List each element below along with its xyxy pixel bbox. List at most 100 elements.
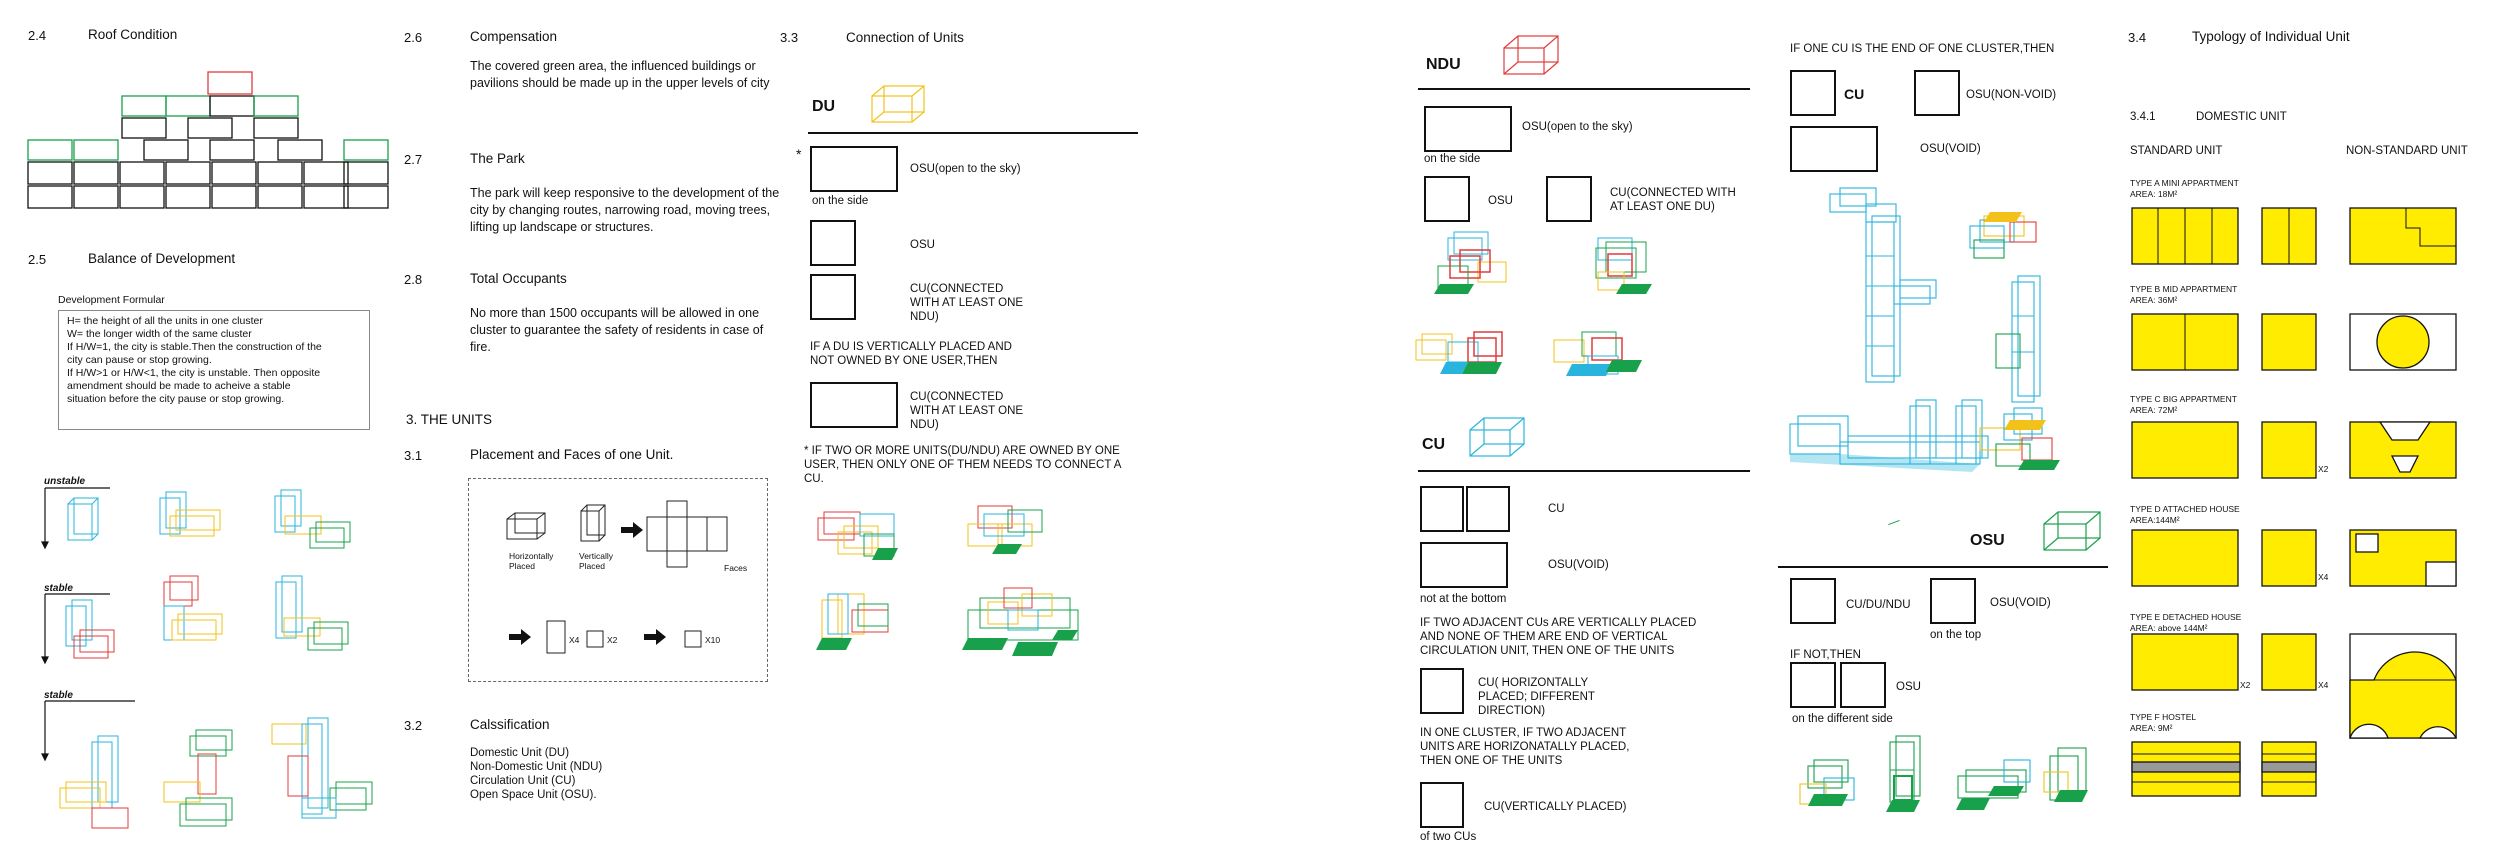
du-cu-box: [810, 274, 856, 320]
balance-iso-diagrams: [41, 487, 373, 829]
formular-title: Development Formular: [58, 294, 165, 306]
cu-of-two-label: of two CUs: [1420, 831, 1477, 843]
osu-cube-icon: [2043, 511, 2101, 551]
if-du-text: IF A DU IS VERTICALLY PLACED AND NOT OWN…: [810, 341, 1012, 367]
type-f-plans: [2131, 741, 2317, 797]
formular-lines: H= the height of all the units in one cl…: [67, 315, 367, 406]
formular-line: city can pause or stop growing.: [67, 354, 212, 366]
du-iso-diagrams: [816, 505, 1079, 656]
formular-line: W= the longer width of the same cluster: [67, 328, 252, 340]
type-d-area: AREA:144M²: [2130, 515, 2180, 525]
type-c-name: TYPE C BIG APPARTMENT: [2130, 394, 2237, 404]
formular-line: H= the height of all the units in one cl…: [67, 315, 263, 327]
type-b-area: AREA: 36M²: [2130, 295, 2178, 305]
balance-num: 2.5: [28, 252, 47, 267]
type-c-x2: X2: [2318, 464, 2329, 474]
formular-line: amendment should be made to acheive a st…: [67, 380, 291, 392]
formular-line: If H/W=1, the city is stable.Then the co…: [67, 341, 322, 353]
du-rule: [808, 132, 1138, 134]
cuend-osu-void-label: OSU(VOID): [1920, 143, 1981, 155]
osu-a-box: [1790, 662, 1836, 708]
class-num: 3.2: [404, 718, 423, 733]
cu-if-two-text: IF TWO ADJACENT CUs ARE VERTICALLY PLACE…: [1420, 617, 1697, 657]
typ-sub-title: DOMESTIC UNIT: [2196, 111, 2287, 123]
placement-num: 3.1: [404, 448, 423, 463]
ndu-cube-icon: [1503, 35, 1559, 75]
cu-vert-label: CU(VERTICALLY PLACED): [1484, 801, 1627, 813]
cuend-cu-label: CU: [1844, 86, 1865, 102]
osu-rule: [1778, 566, 2108, 568]
ndu-on-side-label: on the side: [1424, 153, 1481, 165]
osu-void-box: [1930, 578, 1976, 624]
osu-iso-diagrams: [1799, 735, 2088, 812]
type-f-area: AREA: 9M²: [2130, 723, 2173, 733]
type-e-plans: [2131, 633, 2458, 739]
ndu-osu-label: OSU: [1488, 195, 1513, 207]
cu-osu-void-label: OSU(VOID): [1548, 559, 1609, 571]
osu-if-not: IF NOT,THEN: [1790, 649, 1861, 661]
class-title: Calssification: [470, 717, 550, 732]
du-osu-label: OSU: [910, 239, 935, 251]
comp-title: Compensation: [470, 29, 558, 44]
type-e-name: TYPE E DETACHED HOUSE: [2130, 612, 2242, 622]
park-num: 2.7: [404, 152, 423, 167]
typ-title: Typology of Individual Unit: [2192, 29, 2350, 44]
type-f-name: TYPE F HOSTEL: [2130, 712, 2197, 722]
osu-on-top-label: on the top: [1930, 629, 1982, 641]
class-item: Non-Domestic Unit (NDU): [470, 761, 603, 773]
ndu-osu-sky-label: OSU(open to the sky): [1522, 121, 1633, 133]
conn-num: 3.3: [780, 30, 799, 45]
class-item: Circulation Unit (CU): [470, 775, 576, 787]
asterisk: *: [796, 146, 802, 162]
formular-box: H= the height of all the units in one cl…: [58, 310, 370, 430]
x2-label: X2: [607, 635, 618, 645]
park-text: The park will keep responsive to the dev…: [470, 186, 780, 234]
occ-title: Total Occupants: [470, 271, 567, 286]
cuend-osu-nonvoid-box: [1914, 70, 1960, 116]
placement-box: Horizontally Placed Vertically Placed Fa…: [468, 478, 768, 682]
typ-num: 3.4: [2128, 30, 2147, 45]
ndu-iso-diagrams: [1415, 231, 1652, 376]
type-a-name: TYPE A MINI APPARTMENT: [2130, 178, 2239, 188]
formular-line: If H/W>1 or H/W<1, the city is unstable.…: [67, 367, 321, 379]
cu-not-bottom-label: not at the bottom: [1420, 593, 1507, 605]
du-osu-sky-box: [810, 146, 898, 192]
du-osu-sky-label: OSU(open to the sky): [910, 163, 1021, 175]
type-e-x2: X2: [2240, 680, 2251, 690]
cu-rule: [1418, 470, 1750, 472]
osu-label: OSU: [1896, 681, 1921, 693]
stab-label-stable-2: stable: [44, 690, 73, 701]
ndu-cu-box: [1546, 176, 1592, 222]
ndu-cu-label: CU(CONNECTED WITH AT LEAST ONE DU): [1610, 187, 1736, 213]
osu-void-label: OSU(VOID): [1990, 597, 2051, 609]
type-c-area: AREA: 72M²: [2130, 405, 2178, 415]
cu-osu-void-box: [1420, 542, 1508, 588]
roof-title: Roof Condition: [88, 27, 178, 42]
osu-header: OSU: [1970, 532, 2005, 549]
occ-num: 2.8: [404, 272, 423, 287]
osu-b-box: [1840, 662, 1886, 708]
cu-horiz-label: CU( HORIZONTALLY PLACED; DIFFERENT DIREC…: [1478, 677, 1595, 717]
class-list: Domestic Unit (DU) Non-Domestic Unit (ND…: [470, 746, 602, 802]
ndu-osu-sky-box: [1424, 106, 1512, 152]
type-b-name: TYPE B MID APPARTMENT: [2130, 284, 2238, 294]
du-header: DU: [812, 98, 836, 115]
cu-label: CU: [1548, 503, 1565, 515]
stab-label-unstable: unstable: [44, 476, 86, 487]
cuend-cu-box: [1790, 70, 1836, 116]
cu-cube-icon: [1469, 417, 1525, 457]
cu-box-b: [1466, 486, 1510, 532]
cuend-osu-nonvoid-label: OSU(NON-VOID): [1966, 89, 2057, 101]
osu-cu-du-ndu-box: [1790, 578, 1836, 624]
type-e-area: AREA: above 144M²: [2130, 623, 2208, 633]
du-osu-box: [810, 220, 856, 266]
type-d-name: TYPE D ATTACHED HOUSE: [2130, 504, 2240, 514]
placement-title: Placement and Faces of one Unit.: [470, 447, 674, 462]
balance-title: Balance of Development: [88, 251, 236, 266]
roof-num: 2.4: [28, 28, 47, 43]
ndu-osu-box: [1424, 176, 1470, 222]
x4-label: X4: [569, 635, 580, 645]
typ-standard-label: STANDARD UNIT: [2130, 145, 2223, 157]
class-item: Domestic Unit (DU): [470, 747, 570, 759]
du-cube-icon: [871, 85, 925, 123]
